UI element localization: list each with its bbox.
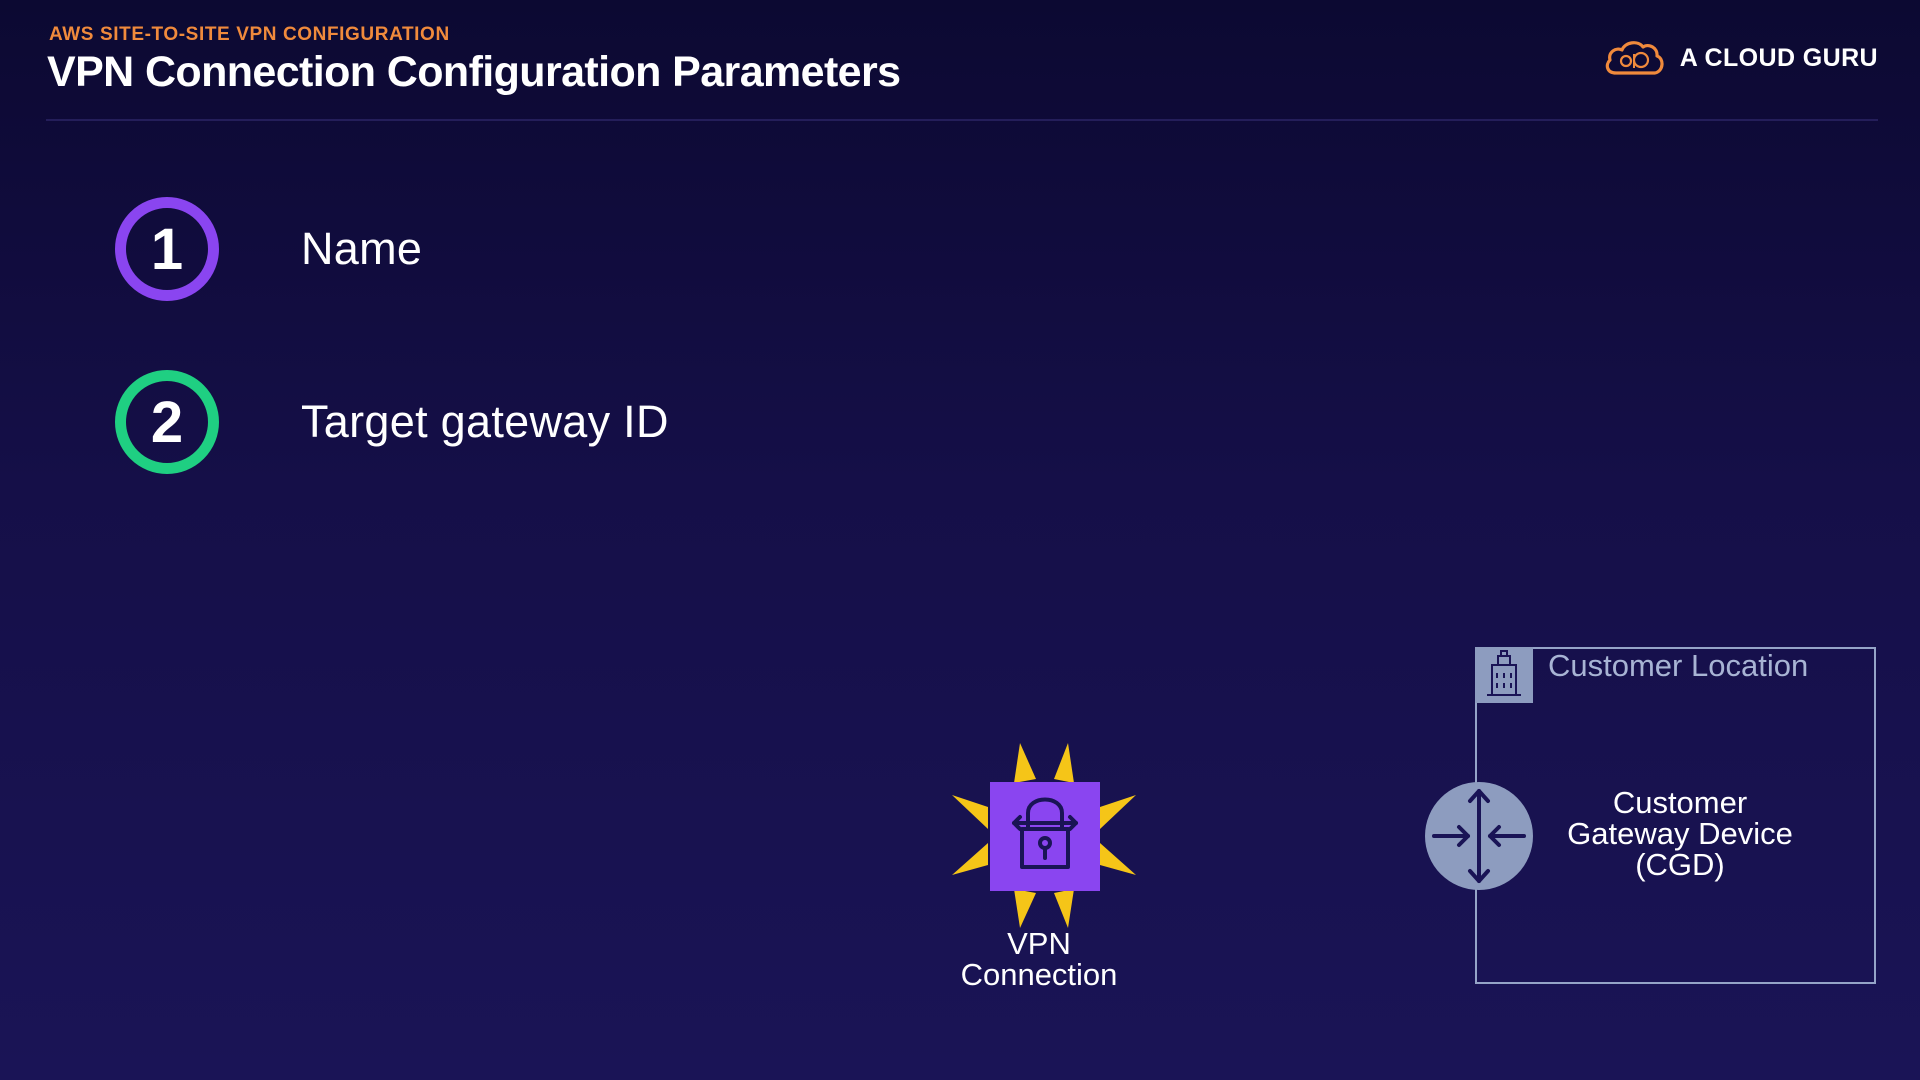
cloud-logo-icon [1605, 41, 1664, 75]
brand-logo: A CLOUD GURU [1602, 38, 1878, 78]
vpn-connection-label: VPN Connection [960, 926, 1118, 992]
building-icon [1487, 650, 1521, 696]
router-icon [1425, 782, 1533, 890]
customer-location-title: Customer Location [1548, 648, 1809, 683]
step-2-badge: 2 [115, 370, 219, 474]
vpn-lock-icon [952, 743, 1136, 928]
brand-name: A CLOUD GURU [1679, 43, 1878, 72]
step-1-label: Name [301, 223, 423, 274]
step-1-badge: 1 [115, 197, 219, 301]
section-eyebrow: AWS SITE-TO-SITE VPN CONFIGURATION [49, 24, 450, 45]
step-2: 2 Target gateway ID [115, 370, 669, 474]
building-badge [1475, 647, 1533, 703]
step-2-label: Target gateway ID [301, 396, 669, 447]
step-1: 1 Name [115, 197, 422, 301]
header-divider [46, 119, 1878, 121]
page-title: VPN Connection Configuration Parameters [47, 48, 901, 96]
customer-gateway-device-label: Customer Gateway Device (CGD) [1567, 785, 1793, 882]
